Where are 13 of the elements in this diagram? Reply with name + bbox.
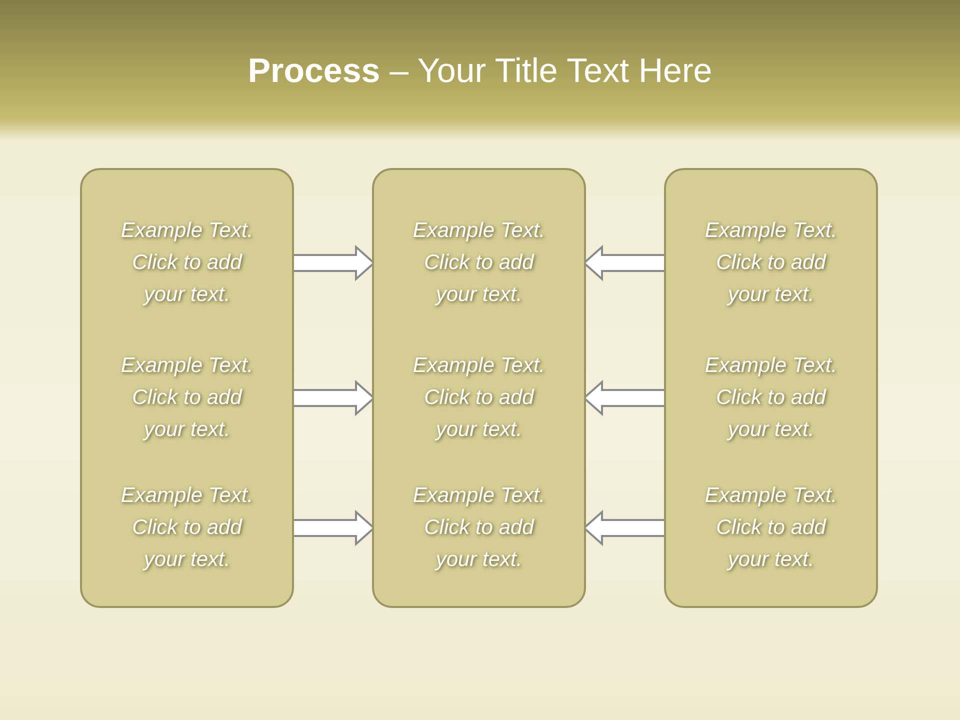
body-text: Example Text. Click to add your text. <box>412 353 546 443</box>
body-text: Example Text. Click to add your text. <box>120 353 254 443</box>
body-text: Example Text. Click to add your text. <box>412 218 546 308</box>
body-text: Example Text. Click to add your text. <box>704 483 838 573</box>
body-text: Example Text. Click to add your text. <box>412 483 546 573</box>
column-panel <box>80 168 294 608</box>
column-panel <box>664 168 878 608</box>
column-panel <box>372 168 586 608</box>
body-text: Example Text. Click to add your text. <box>704 353 838 443</box>
slide-title: Process – Your Title Text Here <box>246 52 714 91</box>
body-text: Example Text. Click to add your text. <box>704 218 838 308</box>
body-text: Example Text. Click to add your text. <box>120 483 254 573</box>
body-text: Example Text. Click to add your text. <box>120 218 254 308</box>
